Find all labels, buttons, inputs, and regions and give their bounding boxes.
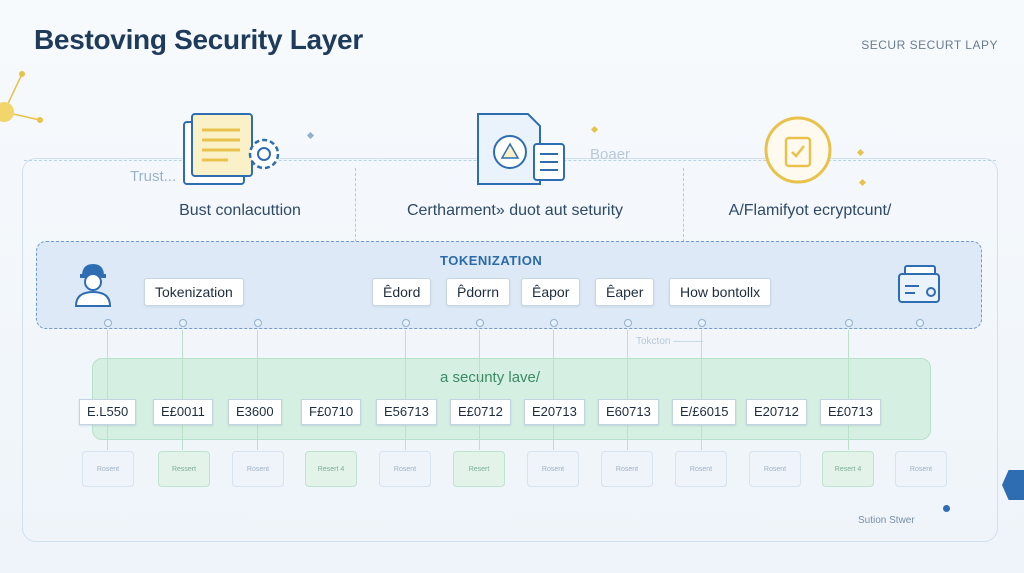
connector-dot [698, 319, 706, 327]
security-value-box[interactable]: E20713 [524, 399, 585, 425]
side-tab-icon[interactable] [1002, 470, 1024, 500]
connector-line [848, 330, 849, 450]
column-title-3: A/Flamifyot ecryptcunt/ [728, 202, 892, 219]
secure-document-icon [477, 113, 565, 185]
network-node-icon [0, 71, 43, 123]
faded-label-small: Tokcton ——— [636, 336, 704, 347]
footer-box: Resert 4 [305, 451, 357, 487]
security-value-box[interactable]: F£0710 [301, 399, 362, 425]
connector-dot [104, 319, 112, 327]
connector-dot [402, 319, 410, 327]
security-value-box[interactable]: E£0011 [153, 399, 213, 425]
token-chip[interactable]: Êapor [521, 278, 581, 306]
page-title: Bestoving Security Layer [34, 24, 363, 55]
security-value-box[interactable]: E/£6015 [672, 399, 737, 425]
corner-label: SECUR SECURT LAPY [861, 38, 998, 52]
connector-dot [916, 319, 924, 327]
connector-dot [254, 319, 262, 327]
footer-box: Ressert [158, 451, 210, 487]
connector-dot [845, 319, 853, 327]
token-chip[interactable]: Êdord [372, 278, 432, 306]
security-value-box[interactable]: E60713 [598, 399, 659, 425]
column-title-2: Certharment» duot aut seturity [406, 202, 624, 219]
connector-line [553, 330, 554, 450]
connector-line [257, 330, 258, 450]
token-chip[interactable]: How bontollx [669, 278, 772, 306]
connector-dot [624, 319, 632, 327]
security-value-box[interactable]: E3600 [228, 399, 282, 425]
footer-box: Rosent [379, 451, 431, 487]
security-value-box[interactable]: E56713 [376, 399, 437, 425]
token-chip[interactable]: Tokenization [144, 278, 244, 306]
token-chip[interactable]: Êaper [595, 278, 655, 306]
sparkle-icon [590, 125, 599, 134]
security-value-box[interactable]: E20712 [746, 399, 807, 425]
connector-line [182, 330, 183, 450]
sparkle-icon [306, 131, 315, 140]
lock-badge-icon [764, 116, 832, 184]
faded-label-boaer: Boaer [590, 146, 631, 163]
user-icon [74, 264, 112, 307]
connector-line [701, 330, 702, 450]
connector-line [479, 330, 480, 450]
connector-dot [550, 319, 558, 327]
connector-line [405, 330, 406, 450]
footer-box: Rosent [232, 451, 284, 487]
footer-box: Rosent [82, 451, 134, 487]
security-value-box[interactable]: E£0713 [820, 399, 881, 425]
token-chip[interactable]: P̂dorrn [446, 278, 511, 306]
footer-box: Rosent [895, 451, 947, 487]
footer-box: Resert [453, 451, 505, 487]
security-value-box[interactable]: E£0712 [450, 399, 511, 425]
credit-card-icon [898, 265, 940, 303]
document-gear-icon [183, 113, 280, 185]
footer-box: Rosent [749, 451, 801, 487]
footer-box: Rosent [601, 451, 653, 487]
security-layer-title: a secunty lave/ [440, 369, 541, 386]
bottom-label: Sution Stwer [858, 515, 915, 526]
footer-box: Rosent [527, 451, 579, 487]
connector-line [107, 330, 108, 450]
connector-line [627, 330, 628, 450]
sparkle-icon [856, 148, 865, 157]
connector-dot [476, 319, 484, 327]
tokenization-title: TOKENIZATION [440, 253, 543, 268]
accent-dot [943, 505, 950, 512]
footer-box: Resert 4 [822, 451, 874, 487]
footer-box: Rosent [675, 451, 727, 487]
column-title-1: Bust conlacuttion [179, 202, 301, 219]
faded-label-trust: Trust... [130, 168, 177, 185]
connector-dot [179, 319, 187, 327]
security-value-box[interactable]: E.L550 [79, 399, 137, 425]
